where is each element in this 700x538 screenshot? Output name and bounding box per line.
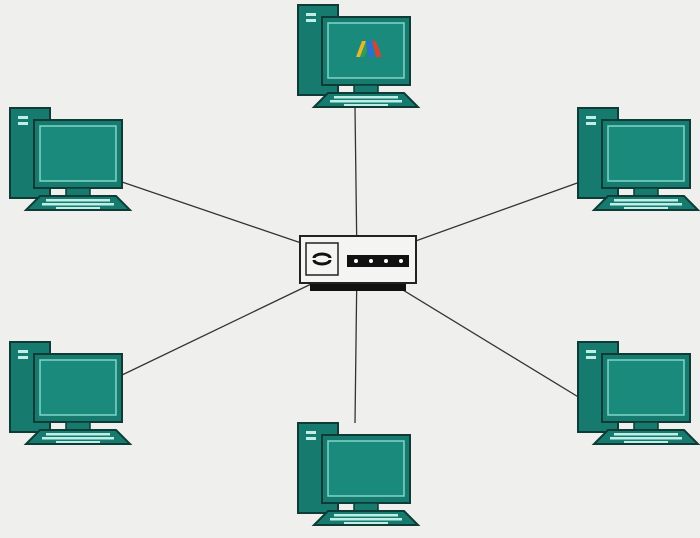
hub-port [399, 259, 403, 263]
nodes [9, 4, 699, 526]
desktop-computer-icon [9, 107, 131, 211]
logo-icon [356, 41, 382, 57]
desktop-computer-icon [577, 107, 699, 211]
hub-port [369, 259, 373, 263]
network-switch-icon [299, 235, 417, 291]
desktop-computer-icon [297, 422, 419, 526]
hub-ports [347, 255, 409, 267]
hub-arrows-icon [305, 242, 339, 276]
hub-base [310, 282, 406, 291]
hub-port [354, 259, 358, 263]
desktop-computer-icon [577, 341, 699, 445]
desktop-computer-icon [9, 341, 131, 445]
desktop-computer-icon [297, 4, 419, 108]
hub-port [384, 259, 388, 263]
